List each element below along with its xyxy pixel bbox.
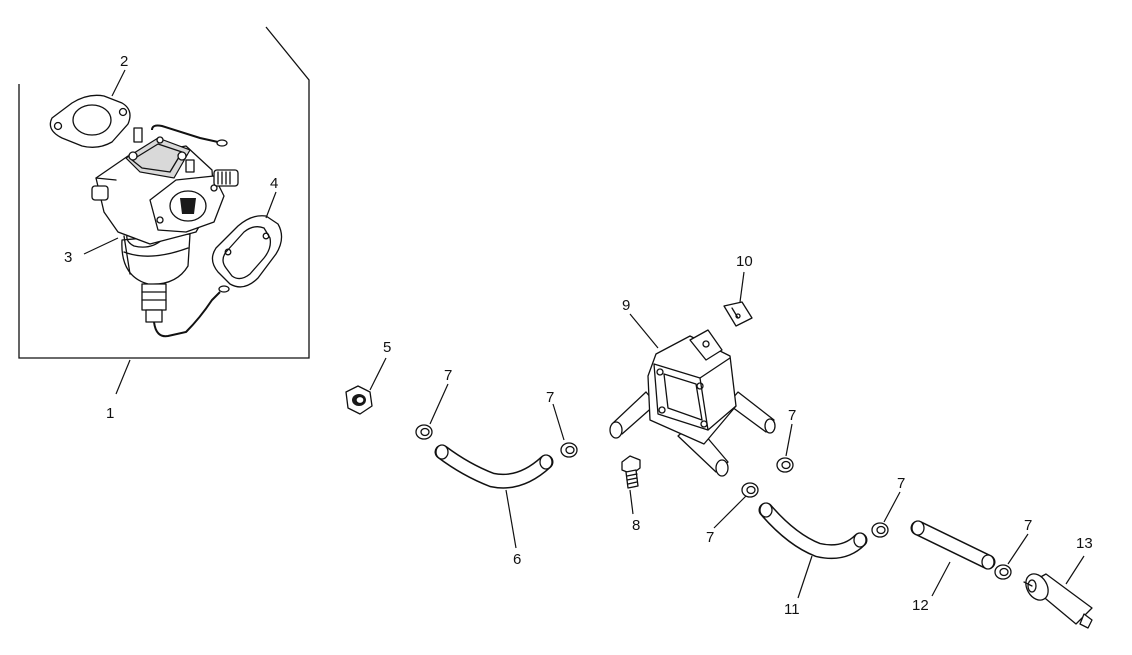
callout-7b: 7 (546, 389, 554, 406)
callout-7c: 7 (788, 407, 796, 424)
nut-part (345, 385, 373, 415)
hose-clamp-part-e (871, 522, 889, 538)
callout-10: 10 (736, 253, 753, 270)
callout-8: 8 (632, 517, 640, 534)
callout-labels: 1 2 3 4 5 6 7 7 7 7 7 7 8 9 10 11 12 13 (64, 53, 1093, 618)
fuel-hose-part-2 (758, 502, 868, 560)
hose-clamp-part-c (776, 457, 794, 473)
hose-clamp-part-b (560, 442, 578, 458)
callout-13: 13 (1076, 535, 1093, 552)
callout-2: 2 (120, 53, 128, 70)
callout-11: 11 (784, 601, 800, 618)
hose-clamp-part-d (741, 482, 759, 498)
straight-fuel-hose-part (910, 520, 996, 570)
carburetor-gasket-part (49, 94, 131, 148)
callout-7d: 7 (706, 529, 714, 546)
fuel-hose-part (434, 444, 554, 489)
callout-7e: 7 (897, 475, 905, 492)
hose-clamp-part-f (994, 564, 1012, 580)
callout-5: 5 (383, 339, 391, 356)
carburetor-assembly-frame (18, 26, 310, 359)
callout-3: 3 (64, 249, 72, 266)
callout-6: 6 (513, 551, 521, 568)
screw-part (621, 455, 641, 489)
hose-clamp-part-a (415, 424, 433, 440)
fuel-filter-part (1023, 573, 1093, 629)
clip-part (723, 301, 753, 327)
callout-9: 9 (622, 297, 630, 314)
callout-1: 1 (106, 405, 114, 422)
fuel-pump-part (609, 329, 776, 477)
intake-gasket-part (211, 215, 283, 288)
leader-lines (83, 69, 1085, 599)
carburetor-part (91, 124, 239, 338)
callout-7a: 7 (444, 367, 452, 384)
callout-7f: 7 (1024, 517, 1032, 534)
callout-4: 4 (270, 175, 278, 192)
callout-12: 12 (912, 597, 929, 614)
